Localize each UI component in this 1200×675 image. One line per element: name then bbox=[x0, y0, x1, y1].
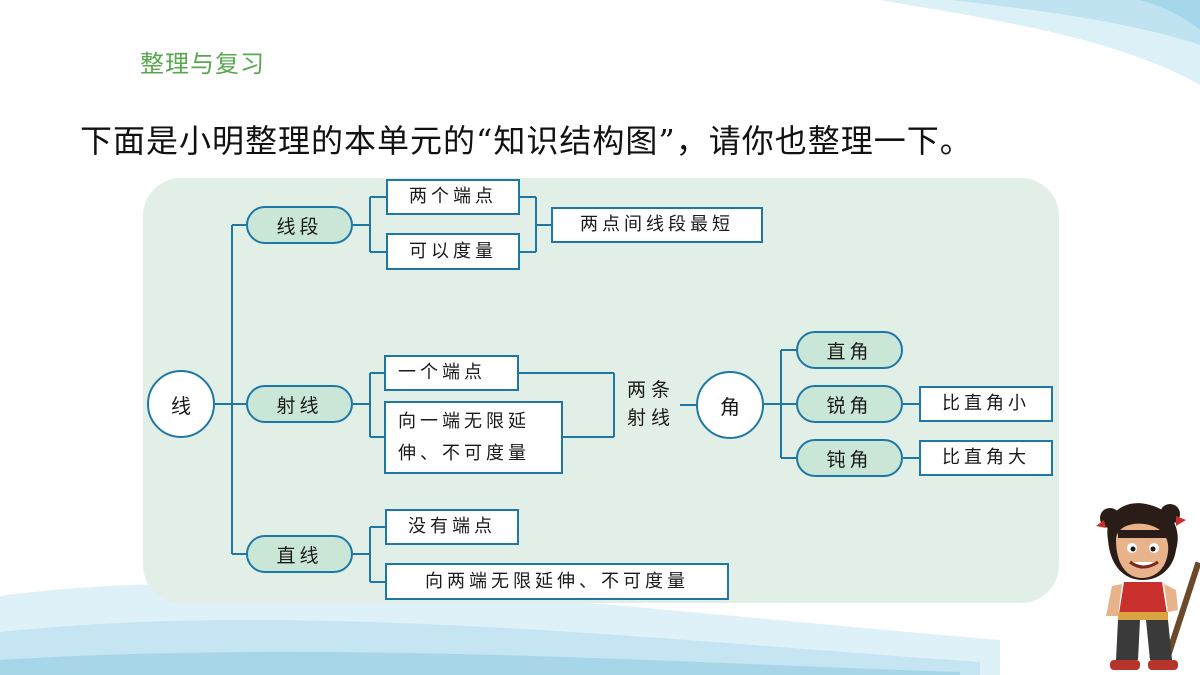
obtuse-angle-node: 钝角 bbox=[796, 439, 903, 477]
ray-property-text: 伸、不可度量 bbox=[398, 442, 530, 464]
ray-property-text: 一个端点 bbox=[398, 362, 486, 383]
segment-label: 线段 bbox=[276, 215, 323, 238]
ray-property-text: 向一端无限延 bbox=[398, 410, 530, 432]
acute-angle-node: 锐角 bbox=[796, 385, 903, 423]
angle-node: 角 bbox=[696, 371, 764, 439]
obtuse-angle-note: 比直角大 bbox=[942, 447, 1030, 468]
right-angle-node: 直角 bbox=[796, 331, 903, 369]
root-node-line: 线 bbox=[147, 370, 215, 438]
segment-node: 线段 bbox=[246, 206, 353, 244]
segment-conclusion-box: 两点间线段最短 bbox=[551, 207, 763, 243]
ray-node: 射线 bbox=[246, 385, 353, 423]
segment-conclusion-text: 两点间线段最短 bbox=[580, 214, 734, 235]
straight-line-node: 直线 bbox=[246, 535, 353, 573]
segment-property-box: 可以度量 bbox=[386, 233, 520, 270]
angle-label: 角 bbox=[720, 394, 740, 419]
right-angle-label: 直角 bbox=[826, 340, 873, 363]
two-rays-label-line: 两条 bbox=[626, 379, 675, 401]
straight-line-label: 直线 bbox=[276, 544, 323, 567]
ray-label: 射线 bbox=[276, 394, 323, 417]
two-rays-label: 两条 射线 bbox=[620, 376, 682, 432]
root-label: 线 bbox=[171, 393, 191, 418]
ray-property-box: 向一端无限延 伸、不可度量 bbox=[384, 401, 563, 474]
obtuse-angle-note-box: 比直角大 bbox=[919, 440, 1053, 476]
acute-angle-note-box: 比直角小 bbox=[919, 386, 1053, 422]
line-property-text: 向两端无限延伸、不可度量 bbox=[425, 570, 689, 592]
segment-property-text: 可以度量 bbox=[409, 240, 497, 262]
acute-angle-label: 锐角 bbox=[826, 394, 873, 417]
obtuse-angle-label: 钝角 bbox=[826, 448, 873, 471]
line-property-box: 没有端点 bbox=[385, 509, 519, 545]
cartoon-character-illustration bbox=[1096, 503, 1200, 670]
line-property-text: 没有端点 bbox=[408, 516, 496, 537]
section-title: 整理与复习 bbox=[140, 50, 265, 78]
acute-angle-note: 比直角小 bbox=[942, 393, 1030, 414]
line-property-box: 向两端无限延伸、不可度量 bbox=[385, 563, 729, 600]
two-rays-label-line: 射线 bbox=[626, 407, 675, 429]
segment-property-box: 两个端点 bbox=[386, 179, 520, 215]
page-heading: 下面是小明整理的本单元的“知识结构图”，请你也整理一下。 bbox=[80, 122, 973, 160]
ray-property-box: 一个端点 bbox=[384, 355, 519, 391]
segment-property-text: 两个端点 bbox=[409, 186, 497, 207]
